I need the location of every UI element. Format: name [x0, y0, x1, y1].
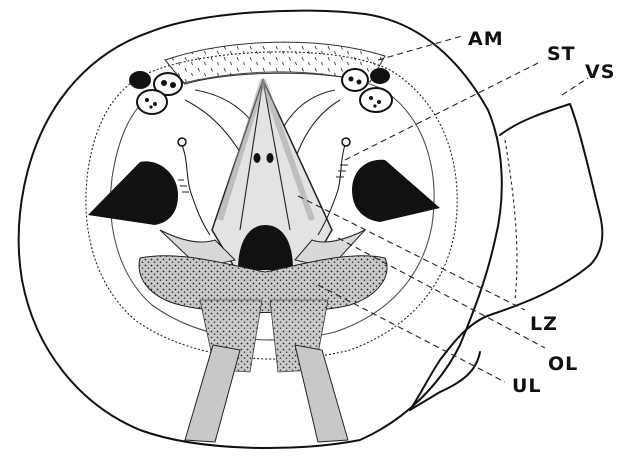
left-mandible [88, 161, 178, 225]
right-mandible [352, 160, 440, 222]
label-ul: UL [512, 375, 542, 397]
label-ol: OL [548, 353, 578, 375]
label-vs: VS [585, 61, 615, 83]
label-am: AM [468, 28, 504, 50]
left-eye-cluster [129, 71, 182, 114]
label-lz: LZ [530, 313, 558, 335]
right-eye-cluster [342, 68, 392, 112]
vertical-stalks [185, 345, 348, 442]
label-st: ST [547, 43, 576, 65]
